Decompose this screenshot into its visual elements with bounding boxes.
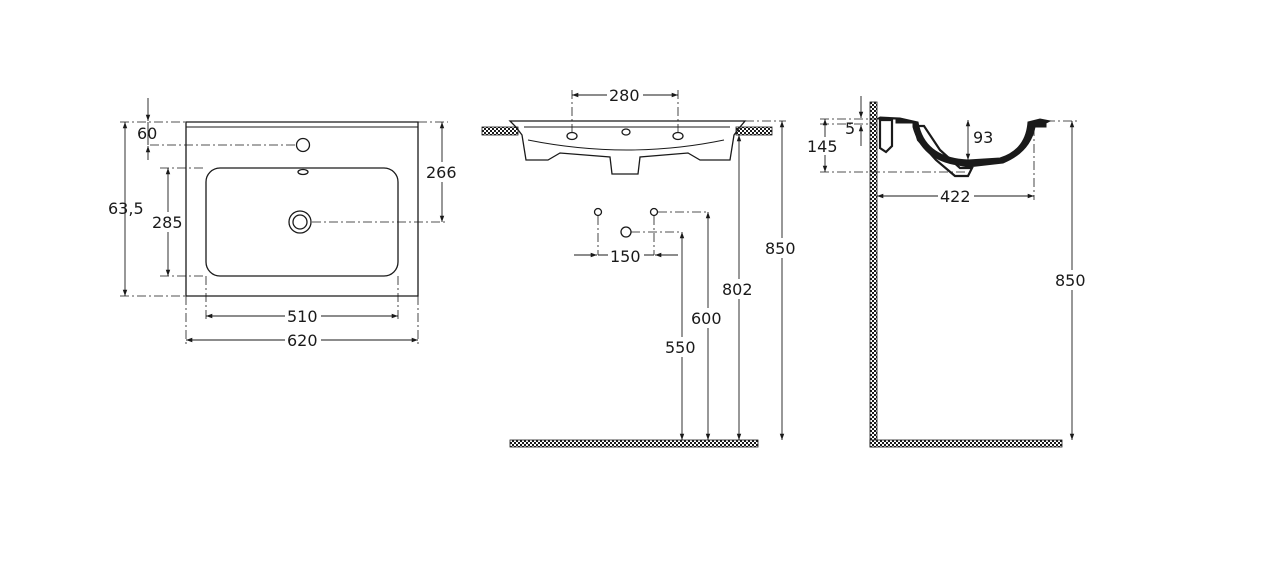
floor-front (509, 439, 759, 448)
drain-point (620, 226, 632, 238)
dim-510-label: 510 (287, 307, 318, 326)
dim-5-label: 5 (845, 119, 855, 138)
wall (869, 101, 878, 448)
dim-802-label: 802 (722, 280, 753, 299)
dim-63-5-label: 63,5 (108, 199, 144, 218)
dim-620-label: 620 (287, 331, 318, 350)
basin-section (875, 116, 1052, 168)
dim-150-label: 150 (610, 247, 641, 266)
basin-back-rim (878, 118, 894, 154)
dim-266-label: 266 (426, 163, 457, 182)
dim-280-label: 280 (609, 86, 640, 105)
side-view: 5 145 93 422 850 (806, 96, 1090, 448)
basin-outline (185, 121, 419, 297)
floor-side (869, 439, 1063, 448)
dim-600-label: 600 (691, 309, 722, 328)
basin-front-outline (508, 120, 747, 175)
supply-point-right (649, 207, 659, 217)
dim-145-label: 145 (807, 137, 838, 156)
dim-850-side-label: 850 (1055, 271, 1086, 290)
dim-93-label: 93 (973, 128, 993, 147)
drain-outer (288, 210, 312, 234)
top-view: 60 63,5 285 266 510 620 (108, 98, 461, 350)
front-view: 280 150 550 600 802 850 (481, 86, 800, 448)
overflow-hole (297, 168, 309, 176)
tap-hole (295, 137, 311, 153)
dim-550-label: 550 (665, 338, 696, 357)
countertop-right (735, 126, 773, 136)
supply-point-left (593, 207, 603, 217)
dim-285-label: 285 (152, 213, 183, 232)
dim-422-label: 422 (940, 187, 971, 206)
dim-60-label: 60 (137, 124, 157, 143)
basin-overflow-channel (912, 124, 974, 178)
dim-850-front-label: 850 (765, 239, 796, 258)
countertop-left (481, 126, 519, 136)
drain-inner (292, 214, 308, 230)
